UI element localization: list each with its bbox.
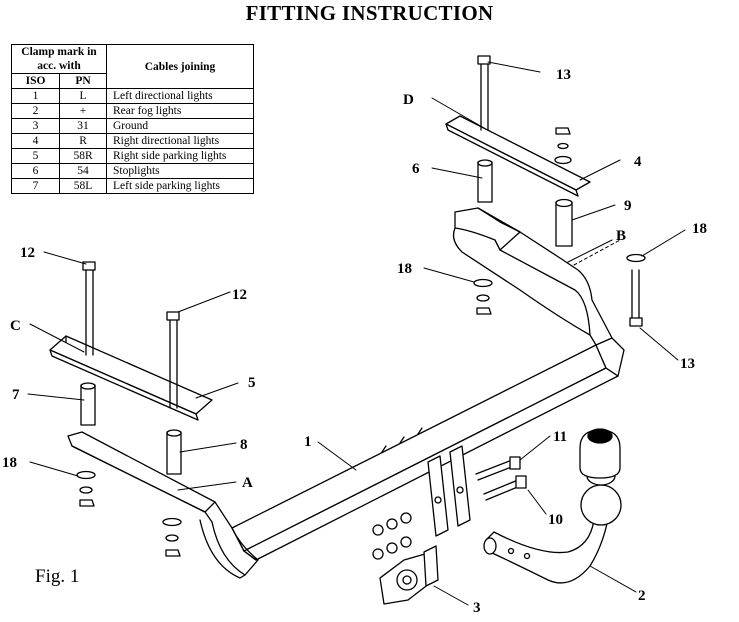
- cell-cable: Right side parking lights: [106, 148, 254, 164]
- callout-12-right: 12: [232, 287, 247, 303]
- callout-13-right: 13: [680, 356, 695, 372]
- table-row: 6 54 Stoplights: [10, 163, 254, 179]
- bolt-13-top: [477, 55, 491, 131]
- callout-18-left: 18: [2, 455, 17, 471]
- bolt-12-left: [82, 261, 96, 356]
- table-row: 7 58L Left side parking lights: [10, 178, 254, 194]
- nut-washer-left-b: [162, 517, 182, 557]
- right-side-bracket: [452, 207, 613, 346]
- right-clamp-plate: [445, 115, 591, 197]
- page-title: FITTING INSTRUCTION: [245, 1, 494, 25]
- spacer-6: [477, 159, 493, 203]
- callout-a: A: [242, 475, 253, 491]
- callout-13-top: 13: [556, 67, 571, 83]
- cell-iso: 7: [10, 178, 61, 194]
- table-row: 4 R Right directional lights: [10, 133, 254, 149]
- bolt-12-right: [166, 311, 180, 409]
- leader-lines: [27, 61, 686, 606]
- callout-12-left: 12: [20, 245, 35, 261]
- cell-cable: Stoplights: [106, 163, 254, 179]
- cell-cable: Left side parking lights: [106, 178, 254, 194]
- cell-pn: 58R: [59, 148, 107, 164]
- table-row: 5 58R Right side parking lights: [10, 148, 254, 164]
- left-clamp-plate: [49, 335, 213, 421]
- figure-label: Fig. 1: [35, 566, 80, 587]
- callout-6: 6: [412, 161, 420, 177]
- callout-5: 5: [248, 375, 256, 391]
- spacer-7: [80, 382, 96, 426]
- nut-stack-top-right: [554, 127, 572, 165]
- callout-2: 2: [638, 588, 646, 604]
- bolt-10: [483, 475, 527, 501]
- callout-4: 4: [634, 154, 642, 170]
- bolt-11: [475, 456, 521, 481]
- bolt-13-right: [626, 253, 646, 327]
- nut-washer-right: [473, 278, 493, 315]
- nut-washer-left-a: [76, 470, 96, 507]
- header-clamp: Clamp mark in acc. with: [11, 44, 107, 74]
- callout-11: 11: [553, 429, 567, 445]
- callout-9: 9: [624, 198, 632, 214]
- crossbeam-part: [231, 337, 625, 561]
- callout-3: 3: [473, 600, 481, 616]
- nuts-lower: [372, 512, 412, 560]
- cell-iso: 4: [10, 133, 61, 149]
- clamp-table: Clamp mark in acc. with Cables joining I…: [10, 44, 254, 194]
- callout-18-mid: 18: [397, 261, 412, 277]
- callout-1: 1: [304, 434, 312, 450]
- socket-plate: [379, 545, 439, 605]
- tow-ball-arm: [483, 428, 622, 584]
- callout-d: D: [403, 92, 414, 108]
- left-side-bracket: [67, 431, 259, 579]
- header-cables: Cables joining: [106, 44, 254, 89]
- callout-8: 8: [240, 437, 248, 453]
- header-pn: PN: [59, 73, 107, 89]
- callout-18-right: 18: [692, 221, 707, 237]
- cell-cable: Right directional lights: [106, 133, 254, 149]
- callout-b: B: [616, 228, 626, 244]
- spacer-9: [555, 198, 573, 247]
- ball-mount-bracket: [427, 445, 471, 537]
- callout-c: C: [10, 318, 21, 334]
- spacer-8: [166, 429, 182, 475]
- callout-10: 10: [548, 512, 563, 528]
- callout-7: 7: [12, 387, 20, 403]
